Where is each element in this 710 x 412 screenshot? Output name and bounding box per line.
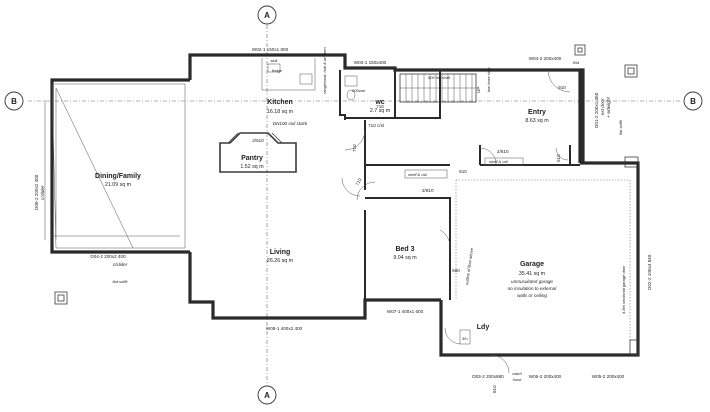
door-d01-ext: ext door [600,98,605,115]
svg-text:B: B [690,97,696,106]
shelves: shelf & rail shelf & rail 2/810 2/610 [404,149,524,193]
kitchen-label: Kitchen [267,99,293,106]
living-label: Living [270,249,291,256]
wc-fixtures: 900van 710 [344,75,384,109]
pillars [54,44,639,356]
grid-marker-right-b: B [683,91,703,111]
entry-label: Entry [528,109,546,116]
fd-label: fl/ld [573,60,579,65]
bed3-area: 9.04 sq m [393,255,417,261]
door-d01-sidelight: + sidelight [606,96,611,118]
bed3-label: Bed 3 [395,246,414,253]
window-w02-label: W02-1 150x1 800 [252,47,289,52]
svg-text:A: A [264,11,270,20]
laundry-label: Ldy [477,324,490,331]
garage-door: 4.8m sectional garage door [621,180,631,340]
garage-label: Garage [520,261,544,268]
laundry-door-dim: 810 [492,385,497,393]
stairs-up-label: UP [476,87,481,93]
garage-door-label: 4.8m sectional garage door [621,265,626,314]
door-d03-label: D03-2 200x880 [472,374,504,379]
pantry-box: Pantry 1.52 sq m 2/610 [219,132,297,173]
door-swings [341,69,571,374]
wc-door-label: 710 [376,104,384,109]
window-w05-label: W05-2 200x400 [592,374,625,379]
flat-soffit-left: flat soffit [113,279,129,284]
window-w07-label: W07-1 400x1 600 [387,309,424,314]
vanity-label: 900van [352,88,366,93]
grid-marker-left-b: B [4,91,24,111]
catch-label: catch [512,371,522,376]
door-d02-label: D02-2 100x4 840 [647,254,652,290]
dim-600: 600 [452,268,460,273]
hob-oven-label: rangehood, hob & w/ oven [322,47,327,94]
kitchen-area: 16.18 sq m [267,109,294,115]
pantry-door-label: 2/610 [252,138,264,143]
handrail-label: 900 ht. h/rail [428,75,450,80]
grid-marker-top-a: A [257,5,277,25]
wc-area: 2.7 sq m [370,108,391,114]
linen-door-label: 2/810 [422,188,434,193]
window-w04-label: W04-2 200x400 [529,56,562,61]
shelf-rail-entry: shelf & rail [489,159,508,164]
door-d04-label: D04-2 200x2 400 [90,254,126,259]
dining-label: Dining/Family [95,173,141,180]
entry-door-label: 2/610 [497,149,509,154]
sink-label: sink [270,58,278,63]
door-d01-label: D01-2 200x1 360 [594,92,599,128]
door-510-cupboard: 510 [556,154,561,162]
flat-soffit-right: flat soffit [618,119,623,135]
door-710-hall: 710 [355,177,363,187]
grid-lines [28,25,680,385]
door-d04-slider: c/slider [113,262,128,267]
garage-area: 35.41 sq m [519,271,546,277]
entry-area: 8.63 sq m [525,118,549,124]
shelf-rail-bed3: shelf & rail [408,172,427,177]
window-w08-label: W08-1 400x2 400 [266,326,303,331]
dining-bay [44,83,186,249]
door-710-csl: 710 c/sl [368,123,384,128]
hook-label: hook [513,377,523,382]
door-d05-slider: c/slider [40,185,45,200]
door-910-entry: 910 [558,85,566,90]
living-area: 26.26 sq m [267,258,294,264]
door-710-bath: 710 [352,144,357,152]
window-w06-label: W06-2 200x400 [529,374,562,379]
soil-stack-label: DN100 soil stack [273,121,308,126]
exterior-walls [50,53,640,357]
ah-label: 3/h [462,336,468,341]
dining-area: 21.09 sq m [105,182,132,188]
door-d05-label: D05-2 200x2 400 [34,174,39,210]
garage-note-2: no insulation to external [508,286,558,291]
pantry-label: Pantry [241,155,263,162]
fridge-tag: fridge [272,68,283,73]
svg-text:B: B [11,97,17,106]
grid-marker-bottom-a: A [257,385,277,405]
pantry-area: 1.52 sq m [240,164,264,170]
laundry-tub [459,329,471,345]
staircase: 900 ht. h/rail UP low hose step [399,67,491,103]
floor-above-label: outline of floor above [464,247,474,285]
hose-step-label: low hose step [486,67,491,92]
garage-note-3: walls or ceiling [517,293,547,298]
svg-text:A: A [264,391,270,400]
window-w03-label: W03-1 150x400 [354,60,387,65]
floor-above-outline: outline of floor above [455,179,630,300]
garage-note-1: unmusulated garage [511,279,553,284]
kitchen-bench: sink rangehood, hob & w/ oven DN100 soil… [261,47,327,126]
wc-label: wc [374,99,384,106]
door-810-hall: 810 [459,169,467,174]
